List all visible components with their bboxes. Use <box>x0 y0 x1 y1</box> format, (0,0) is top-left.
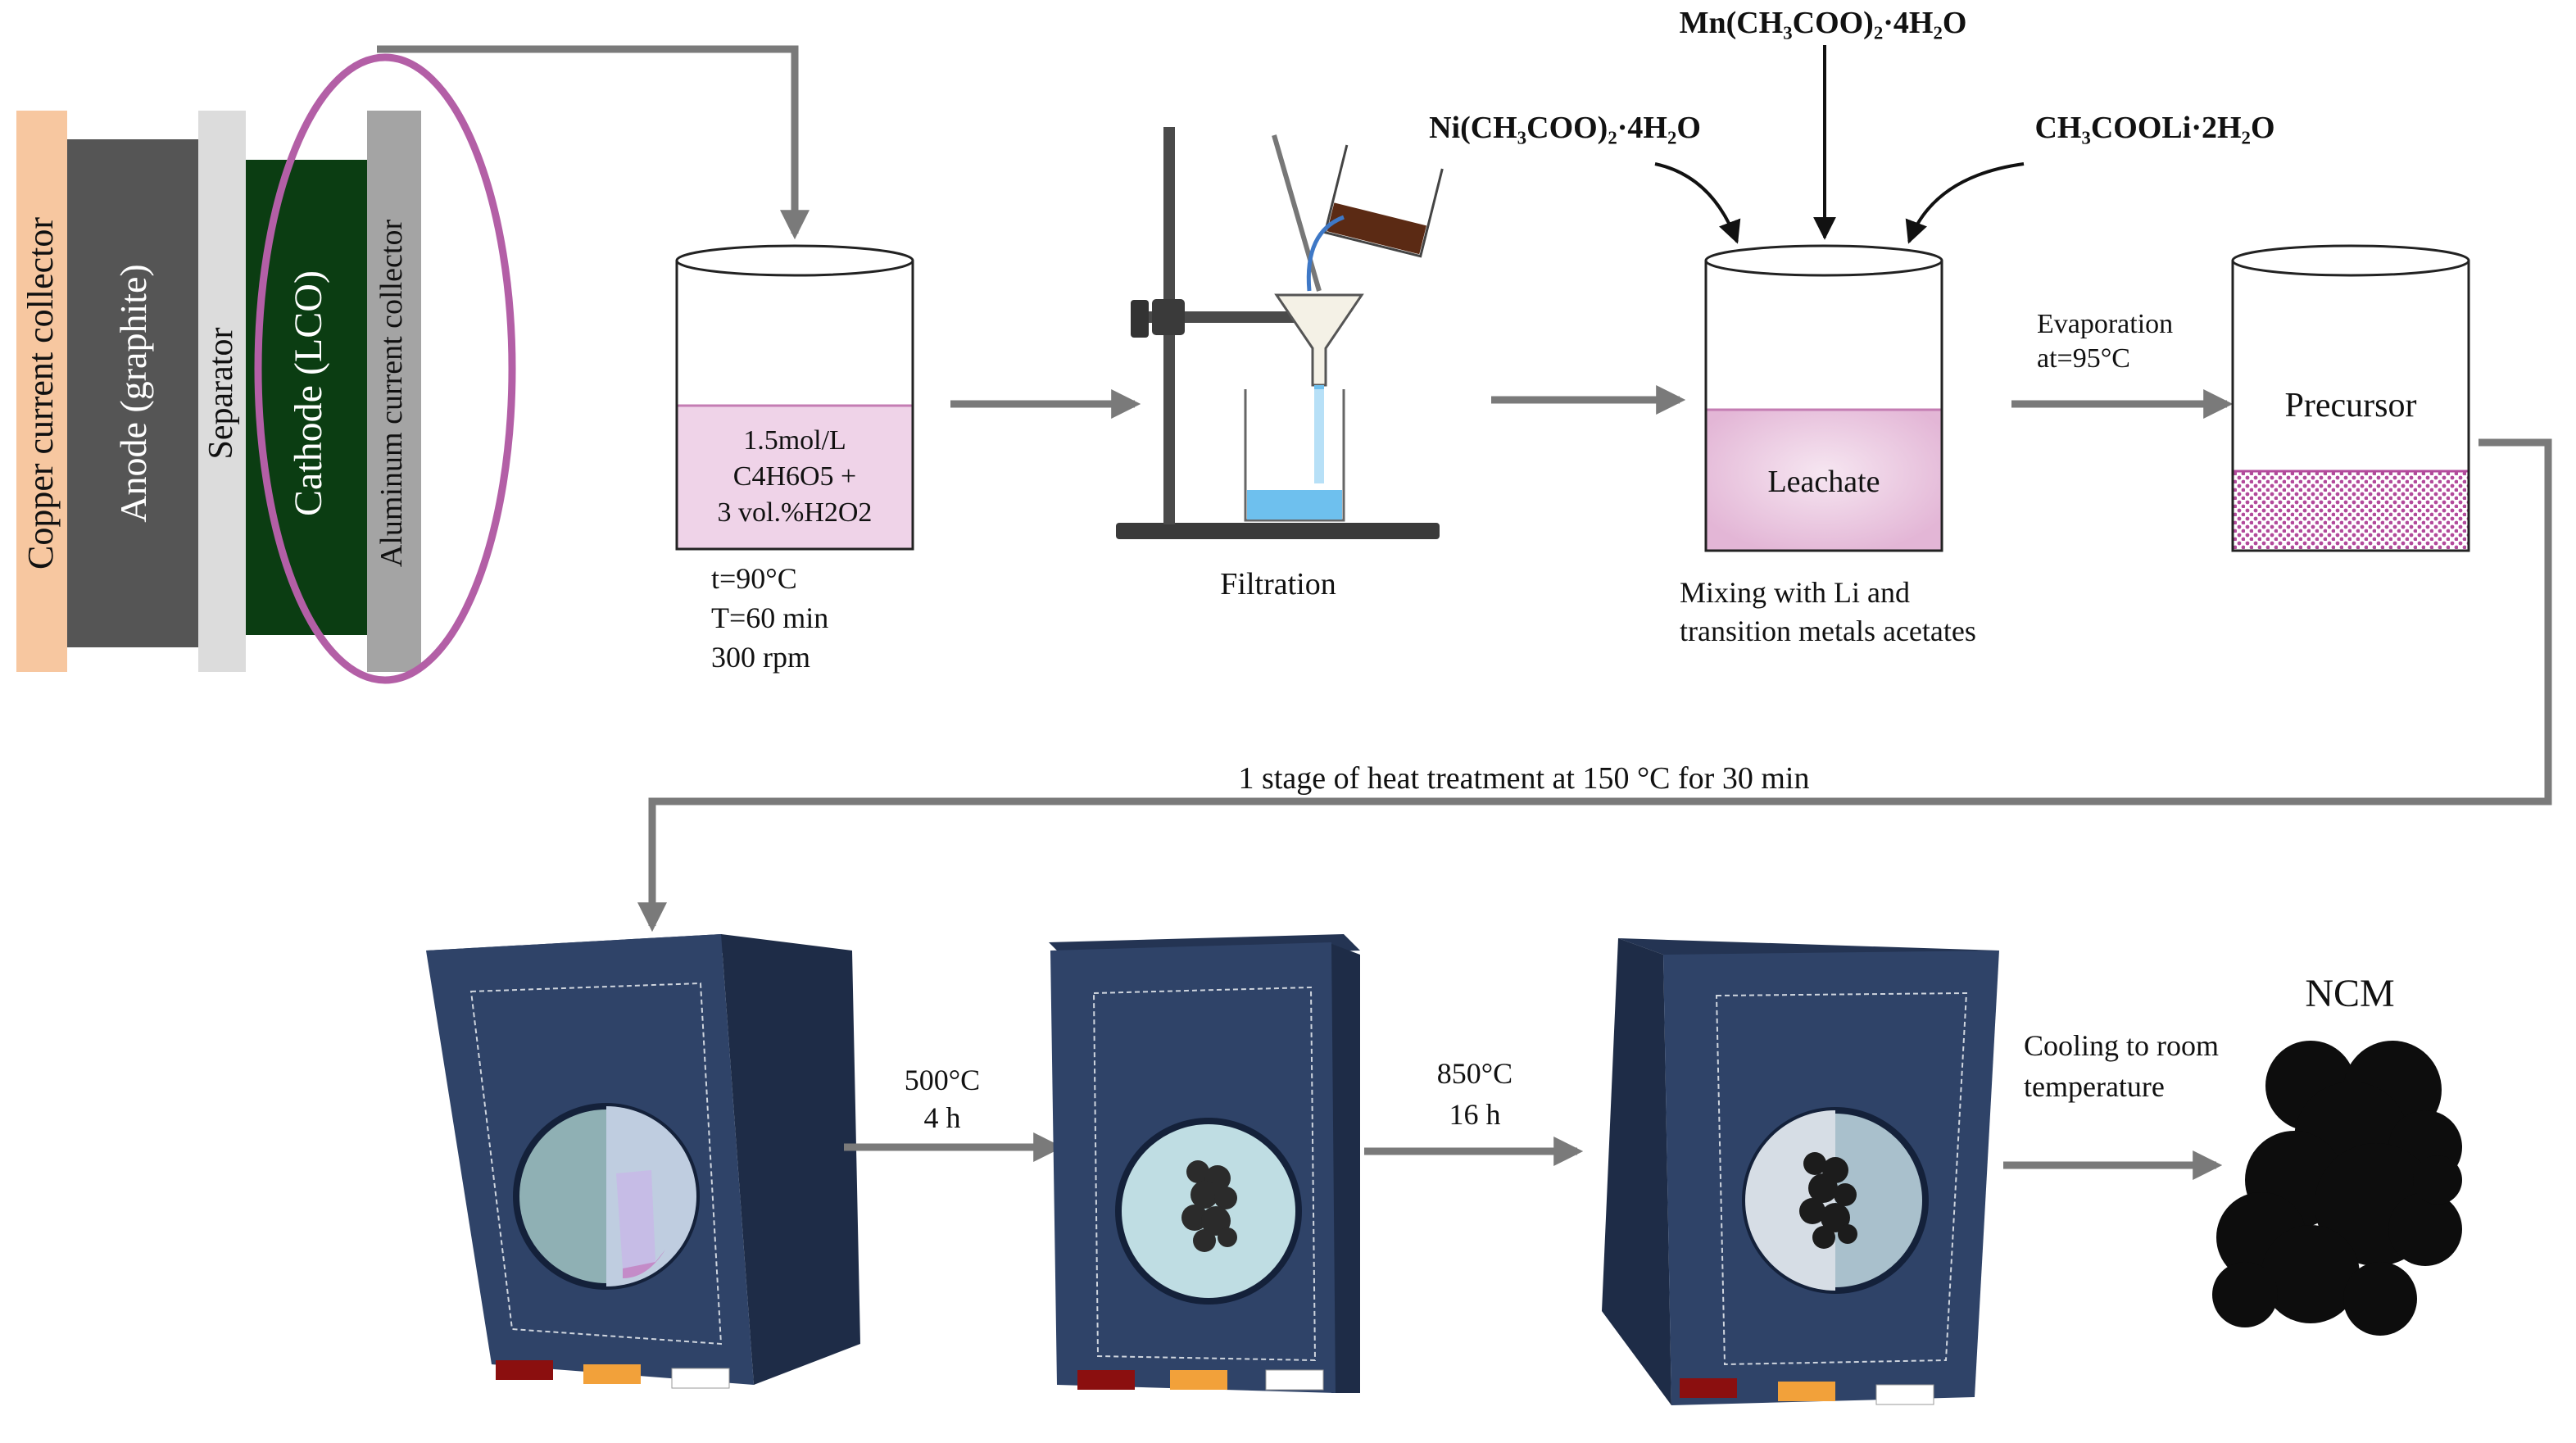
furnace-2-button-white <box>1265 1369 1324 1391</box>
leaching-condition-temperature: t=90°C <box>711 562 797 595</box>
furnace-3-button-red <box>1680 1378 1737 1398</box>
arrow-battery-to-leaching <box>377 45 810 240</box>
leachate-caption-line-1: Mixing with Li and <box>1680 576 1910 609</box>
leaching-beaker: 1.5mol/L C4H6O5 + 3 vol.%H2O2 <box>675 244 914 551</box>
furnace-3-button-orange <box>1778 1382 1835 1401</box>
leaching-solution-line-1: 1.5mol/L <box>743 425 846 456</box>
furnace-3-side <box>1602 938 1671 1405</box>
arrow-precursor-to-furnace <box>637 438 2552 933</box>
leachate-caption-line-2: transition metals acetates <box>1680 615 1976 647</box>
pouring-beaker <box>1323 144 1444 258</box>
furnace-2-powder <box>1181 1160 1237 1252</box>
leaching-liquid <box>675 404 914 551</box>
leaching-condition-time: T=60 min <box>711 601 828 634</box>
ncm-particle <box>2212 1041 2462 1336</box>
furnace-3-powder <box>1799 1152 1857 1249</box>
reagent-ni-acetate: Ni(CH₃COO)₂·4H₂O <box>1429 111 1701 145</box>
separator-layer <box>198 111 246 672</box>
calcination1-duration: 4 h <box>924 1101 961 1134</box>
leaching-solution-line-2: C4H6O5 + <box>733 461 856 492</box>
pouring-stream <box>1306 215 1345 292</box>
furnace-2-side <box>1327 942 1360 1393</box>
cooling-label-line-1: Cooling to room <box>2024 1029 2219 1062</box>
furnace-1 <box>426 934 860 1389</box>
anode-layer <box>67 139 198 647</box>
furnace-3 <box>1602 938 1999 1405</box>
furnace-1-side <box>721 934 860 1385</box>
leachate-beaker: Leachate <box>1704 244 1943 552</box>
funnel <box>1274 293 1364 387</box>
precursor-label: Precursor <box>2285 387 2417 424</box>
calcination2-duration: 16 h <box>1449 1098 1501 1131</box>
precursor-powder <box>2231 470 2470 552</box>
product-label: NCM <box>2305 972 2394 1015</box>
reagent-li-acetate: CH₃COOLi·2H₂O <box>2034 111 2274 145</box>
aluminum-collector-layer <box>367 111 421 672</box>
reagent-mn-acetate: Mn(CH₃COO)₂·4H₂O <box>1680 6 1967 40</box>
furnace-1-button-red <box>496 1360 553 1380</box>
precursor-beaker: Precursor <box>2231 244 2470 552</box>
filtration-apparatus <box>1116 127 1444 539</box>
arrow-ni-reagent <box>1654 162 1741 244</box>
calcination2-temperature: 850°C <box>1437 1057 1512 1090</box>
copper-collector-label: Copper current collector <box>20 217 61 569</box>
calcination1-temperature: 500°C <box>905 1064 980 1096</box>
cathode-highlight-ellipse <box>254 53 516 684</box>
leaching-condition-speed: 300 rpm <box>711 641 810 674</box>
separator-label: Separator <box>202 328 240 460</box>
cathode-label: Cathode (LCO) <box>287 270 330 516</box>
stand-base <box>1116 523 1440 539</box>
filtrate <box>1247 490 1342 520</box>
arrow-li-reagent <box>1905 162 2025 244</box>
evaporation-label-line-1: Evaporation <box>2037 309 2173 339</box>
heat-stage1-label: 1 stage of heat treatment at 150 °C for … <box>1239 761 1810 796</box>
filtration-label: Filtration <box>1220 567 1336 601</box>
glass-rod <box>1272 134 1322 292</box>
furnace-2-button-orange <box>1170 1370 1227 1390</box>
furnace-2-button-red <box>1077 1370 1135 1390</box>
furnace-1-button-white <box>671 1368 730 1389</box>
aluminum-collector-label: Aluminum current collector <box>374 220 409 568</box>
cooling-label-line-2: temperature <box>2024 1070 2165 1103</box>
furnace-1-button-orange <box>583 1364 641 1384</box>
clamp-knob <box>1131 300 1149 338</box>
receiving-beaker <box>1244 389 1345 522</box>
leaching-solution-line-3: 3 vol.%H2O2 <box>718 497 873 528</box>
furnace-3-button-white <box>1875 1384 1934 1405</box>
furnace-2 <box>1049 934 1360 1393</box>
battery-cell: Copper current collector Anode (graphite… <box>16 53 516 684</box>
copper-collector-layer <box>16 111 67 672</box>
evaporation-label-line-2: at=95°C <box>2037 343 2130 374</box>
anode-label: Anode (graphite) <box>112 264 154 523</box>
leachate-label: Leachate <box>1767 465 1880 499</box>
